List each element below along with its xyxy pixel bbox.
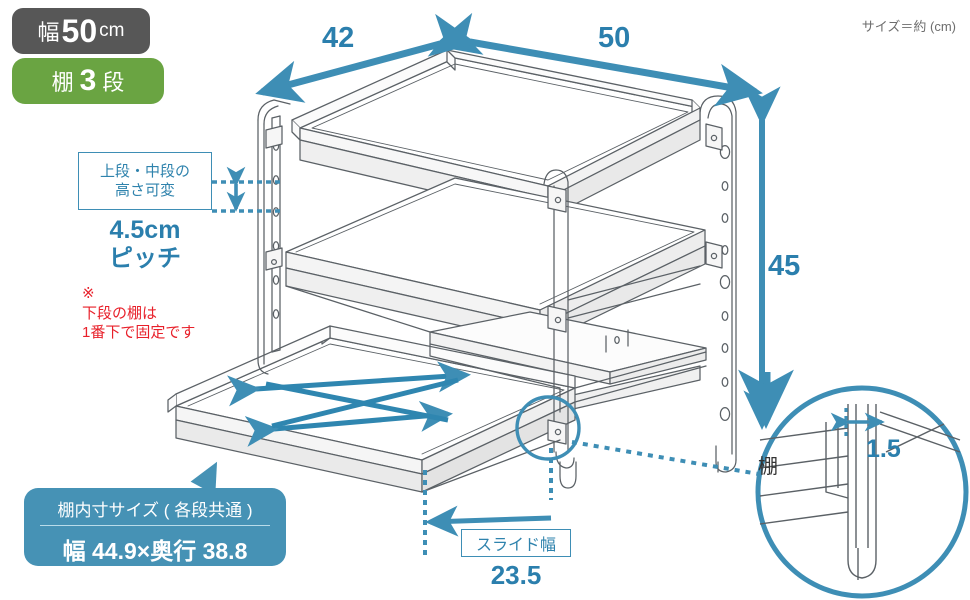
asterisk-mark: ※ bbox=[82, 285, 95, 302]
badge-tiers-prefix: 棚 bbox=[51, 70, 74, 95]
inner-size-title: 棚内寸サイズ ( 各段共通 ) bbox=[40, 496, 270, 526]
adjustable-note-line1: 上段・中段の bbox=[99, 162, 190, 180]
fixed-bottom-shelf-note: ※ 下段の棚は 1番下で固定です bbox=[82, 284, 232, 343]
dim-arrow-width bbox=[427, 13, 763, 107]
badge-width-unit: cm bbox=[99, 20, 125, 41]
detail-magnified-circle bbox=[755, 385, 969, 599]
adjustable-height-note: 上段・中段の 高さ可変 bbox=[78, 152, 212, 210]
badge-width-value: 50 bbox=[61, 13, 98, 49]
inner-size-value: 幅 44.9×奥行 38.8 bbox=[62, 538, 248, 564]
red-note-line1: 下段の棚は bbox=[82, 304, 158, 322]
dimension-height-value: 45 bbox=[768, 250, 801, 282]
badge-tiers: 棚 3 段 bbox=[12, 58, 164, 104]
dimension-depth-value: 42 bbox=[322, 22, 355, 54]
badge-tiers-value: 3 bbox=[79, 64, 97, 97]
detail-focus-circle bbox=[515, 395, 581, 461]
adjustable-note-line2: 高さ可変 bbox=[114, 182, 175, 199]
dim-arrow-depth bbox=[255, 12, 484, 103]
badge-width: 幅 50 cm bbox=[12, 8, 150, 54]
dimension-gap-value: 1.5 bbox=[866, 435, 901, 463]
badge-width-prefix: 幅 bbox=[37, 20, 60, 45]
size-unit-note: サイズ＝約 (cm) bbox=[861, 19, 956, 34]
pitch-note: 4.5cm ピッチ bbox=[78, 216, 212, 273]
slide-width-value: 23.5 bbox=[490, 560, 542, 590]
red-note-line2: 1番下で固定です bbox=[82, 324, 196, 341]
dimension-width-value: 50 bbox=[598, 22, 631, 54]
slide-width-label: スライド幅 bbox=[461, 529, 571, 557]
inner-size-callout: 棚内寸サイズ ( 各段共通 ) 幅 44.9×奥行 38.8 bbox=[24, 488, 286, 566]
detail-shelf-label: 棚 bbox=[758, 456, 778, 478]
pitch-value: 4.5cm bbox=[109, 216, 181, 244]
badge-tiers-suffix: 段 bbox=[102, 70, 125, 95]
pitch-label: ピッチ bbox=[109, 245, 181, 272]
dim-arrow-slide bbox=[425, 505, 552, 537]
